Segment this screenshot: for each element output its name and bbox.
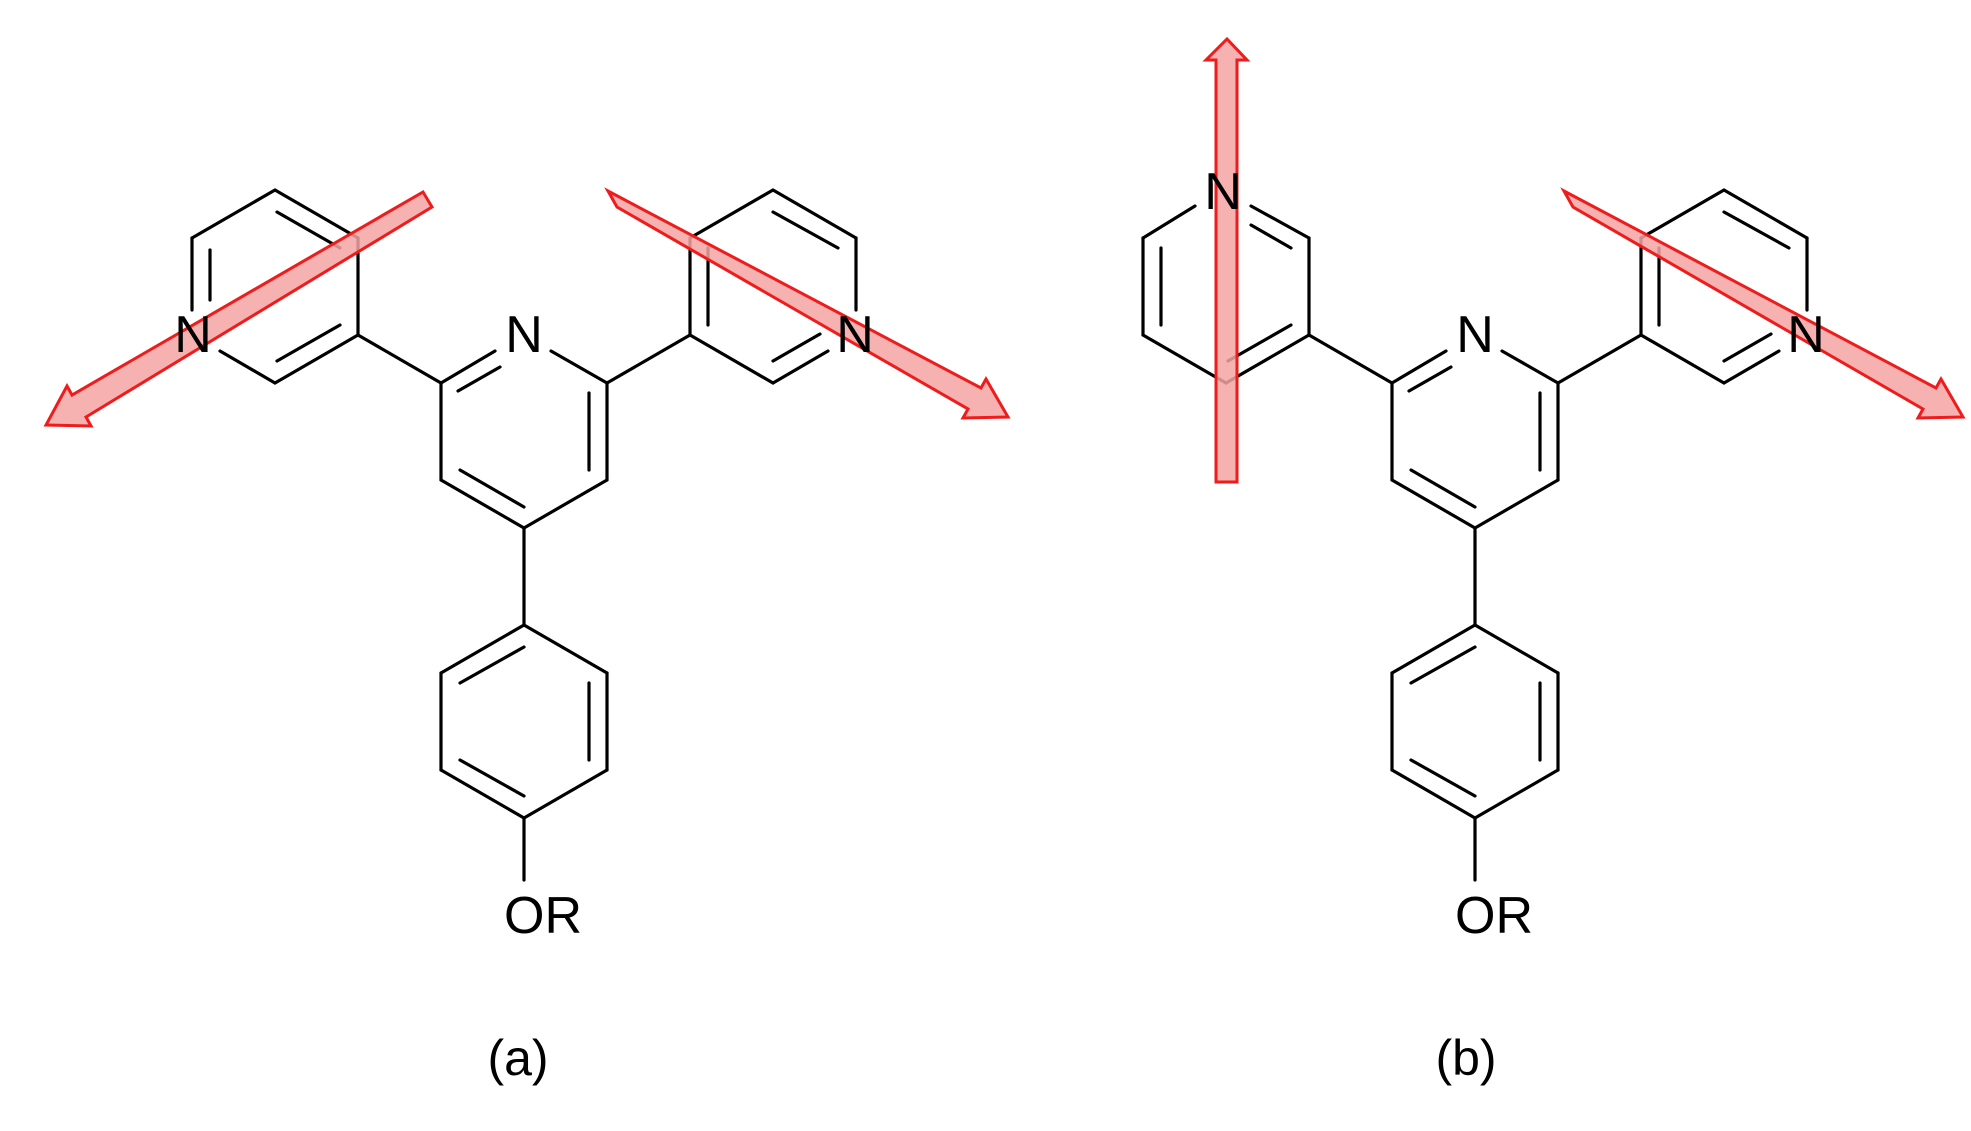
nitrogen-label: N — [836, 306, 874, 364]
nitrogen-label: N — [1204, 163, 1242, 221]
nitrogen-label: N — [1787, 306, 1825, 364]
substituent-label: OR — [504, 887, 582, 945]
dipole-arrows-b — [1202, 36, 1966, 484]
substituent-label: OR — [1455, 887, 1533, 945]
dipole-arrow-a-left — [43, 189, 435, 428]
caption-b: (b) — [1435, 1030, 1496, 1086]
nitrogen-label: N — [505, 306, 543, 364]
nitrogen-label: N — [1456, 306, 1494, 364]
panel-a: N N N OR (a) — [43, 187, 1011, 1086]
caption-a: (a) — [487, 1030, 548, 1086]
dipole-arrow-b-right — [1560, 187, 1966, 420]
dipole-arrow-a-right — [604, 187, 1011, 420]
nitrogen-label: N — [174, 306, 212, 364]
molecule-b-bonds — [1141, 188, 1809, 882]
dipole-arrows-a — [43, 187, 1011, 428]
panel-b: N N N OR (b) — [1141, 36, 1966, 1086]
molecule-a-bonds — [190, 188, 858, 882]
dipole-arrow-b-left — [1202, 36, 1251, 484]
